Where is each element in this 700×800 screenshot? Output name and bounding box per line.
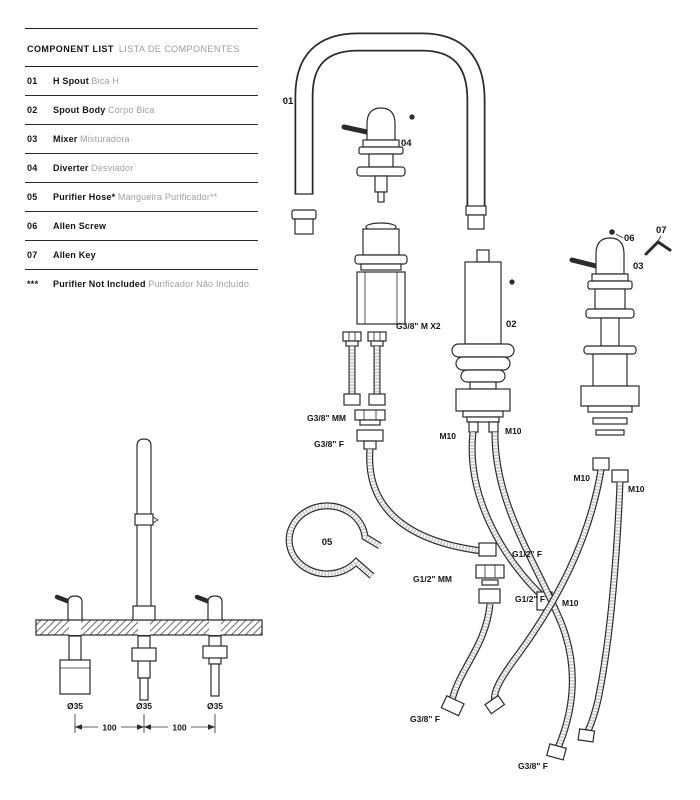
component-name-en: Purifier Hose* — [53, 192, 116, 202]
installation-drawing: Ø35 Ø35 Ø35 100 100 — [35, 438, 263, 733]
label-04: 04 — [401, 138, 412, 149]
component-row-07: 07 Allen Key — [25, 241, 258, 270]
hole-diameter-right: Ø35 — [207, 701, 223, 711]
spacing-dim-right: 100 — [172, 723, 186, 733]
component-row-01: 01 H Spout Bica H — [25, 67, 258, 96]
component-name-en: Spout Body — [53, 105, 106, 115]
g12-mm-adapter — [475, 564, 505, 579]
g38-f-fitting-right — [546, 743, 568, 761]
component-row-note: *** Purifier Not Included Purificador Nã… — [25, 270, 258, 298]
component-name-pt: Bica H — [91, 76, 120, 86]
fitting-label-m10-mid: M10 — [562, 598, 579, 608]
diverter-lever — [341, 124, 370, 135]
component-name-en: H Spout — [53, 76, 89, 86]
hose-end-nut — [484, 694, 506, 715]
fitting-label-g12-f-upper: G1/2" F — [512, 549, 542, 559]
spout-connector — [465, 205, 487, 216]
component-list: COMPONENT LIST LISTA DE COMPONENTES 01 H… — [25, 28, 258, 298]
hole-diameter-left: Ø35 — [67, 701, 83, 711]
component-number: *** — [27, 279, 39, 289]
label-02: 02 — [506, 319, 517, 330]
allen-screw-part — [609, 229, 615, 235]
purifier-hose-coil-part — [285, 502, 382, 579]
component-number: 07 — [27, 250, 38, 260]
fitting-label-g38-f-bottom-left: G3/8" F — [410, 714, 440, 724]
fitting-label-m10-mixer-right: M10 — [628, 484, 645, 494]
component-list-title-pt: LISTA DE COMPONENTES — [118, 44, 240, 54]
flexible-hoses — [366, 431, 624, 761]
fitting-label-g38-f-bottom-right: G3/8" F — [518, 761, 548, 771]
component-name-en: Diverter — [53, 163, 89, 173]
fitting-stack-part — [354, 409, 386, 450]
component-name-pt: Mangueira Purificador** — [117, 192, 218, 202]
fitting-label-m10-spout-left: M10 — [439, 431, 456, 441]
spacing-dim-left: 100 — [102, 723, 116, 733]
component-list-title-en: COMPONENT LIST — [27, 44, 114, 54]
spout-body-part — [451, 249, 515, 433]
fitting-label-m10-spout-right: M10 — [505, 426, 522, 436]
component-name-en: Allen Key — [53, 250, 96, 260]
h-spout-part — [294, 32, 487, 230]
spout-connector-thread — [467, 214, 485, 230]
connector-hoses-part — [342, 331, 387, 406]
g12-f-nut-upper — [478, 542, 497, 557]
component-number: 06 — [27, 221, 38, 231]
hose-end-nut — [577, 728, 596, 743]
component-number: 03 — [27, 134, 38, 144]
component-name-en: Allen Screw — [53, 221, 107, 231]
set-screw-dot — [509, 279, 515, 285]
diverter-part — [341, 107, 415, 203]
component-name-pt: Corpo Bica — [108, 105, 155, 115]
label-07: 07 — [656, 225, 667, 236]
g38-f-fitting-left — [440, 695, 465, 717]
front-view-spout — [131, 438, 159, 701]
fitting-label-g38-mm: G3/8" MM — [307, 413, 346, 423]
component-name-pt: Misturadora — [80, 134, 130, 144]
mixer-part — [569, 237, 640, 483]
set-screw-dot — [409, 114, 415, 120]
spout-adapter-part — [291, 209, 317, 235]
cartridge-mount-part — [354, 222, 408, 325]
front-view-left-handle — [54, 594, 91, 695]
component-row-06: 06 Allen Screw — [25, 212, 258, 241]
component-name-en: Mixer — [53, 134, 78, 144]
mixer-lever — [569, 257, 599, 269]
label-06: 06 — [624, 233, 635, 244]
component-list-header: COMPONENT LIST LISTA DE COMPONENTES — [25, 29, 258, 67]
g12-f-nut-lower — [478, 588, 501, 604]
hole-diameter-center: Ø35 — [136, 701, 152, 711]
fitting-label-g12-f-lower: G1/2" F — [515, 594, 545, 604]
component-number: 02 — [27, 105, 38, 115]
label-05: 05 — [322, 537, 333, 548]
component-row-05: 05 Purifier Hose* Mangueira Purificador*… — [25, 183, 258, 212]
component-name-en: Purifier Not Included — [53, 279, 146, 289]
leader-line — [615, 233, 624, 239]
component-row-03: 03 Mixer Misturadora — [25, 125, 258, 154]
component-number: 01 — [27, 76, 38, 86]
front-view-right-handle — [194, 594, 228, 697]
fitting-label-g38-m-x2: G3/8" M X2 — [396, 321, 441, 331]
component-name-pt: Purificador Não Incluído — [148, 279, 250, 289]
fitting-label-m10-mixer-left: M10 — [573, 473, 590, 483]
component-name-pt: Desviador — [91, 163, 134, 173]
component-row-02: 02 Spout Body Corpo Bica — [25, 96, 258, 125]
allen-key-part — [644, 235, 672, 256]
fitting-label-g38-f-upper: G3/8" F — [314, 439, 344, 449]
label-03: 03 — [633, 261, 644, 272]
label-01: 01 — [283, 96, 294, 107]
fitting-label-g12-mm: G1/2" MM — [413, 574, 452, 584]
dimension-lines — [74, 714, 216, 733]
exploded-view: 01 04 — [283, 32, 672, 771]
component-row-04: 04 Diverter Desviador — [25, 154, 258, 183]
component-number: 05 — [27, 192, 38, 202]
component-number: 04 — [27, 163, 38, 173]
